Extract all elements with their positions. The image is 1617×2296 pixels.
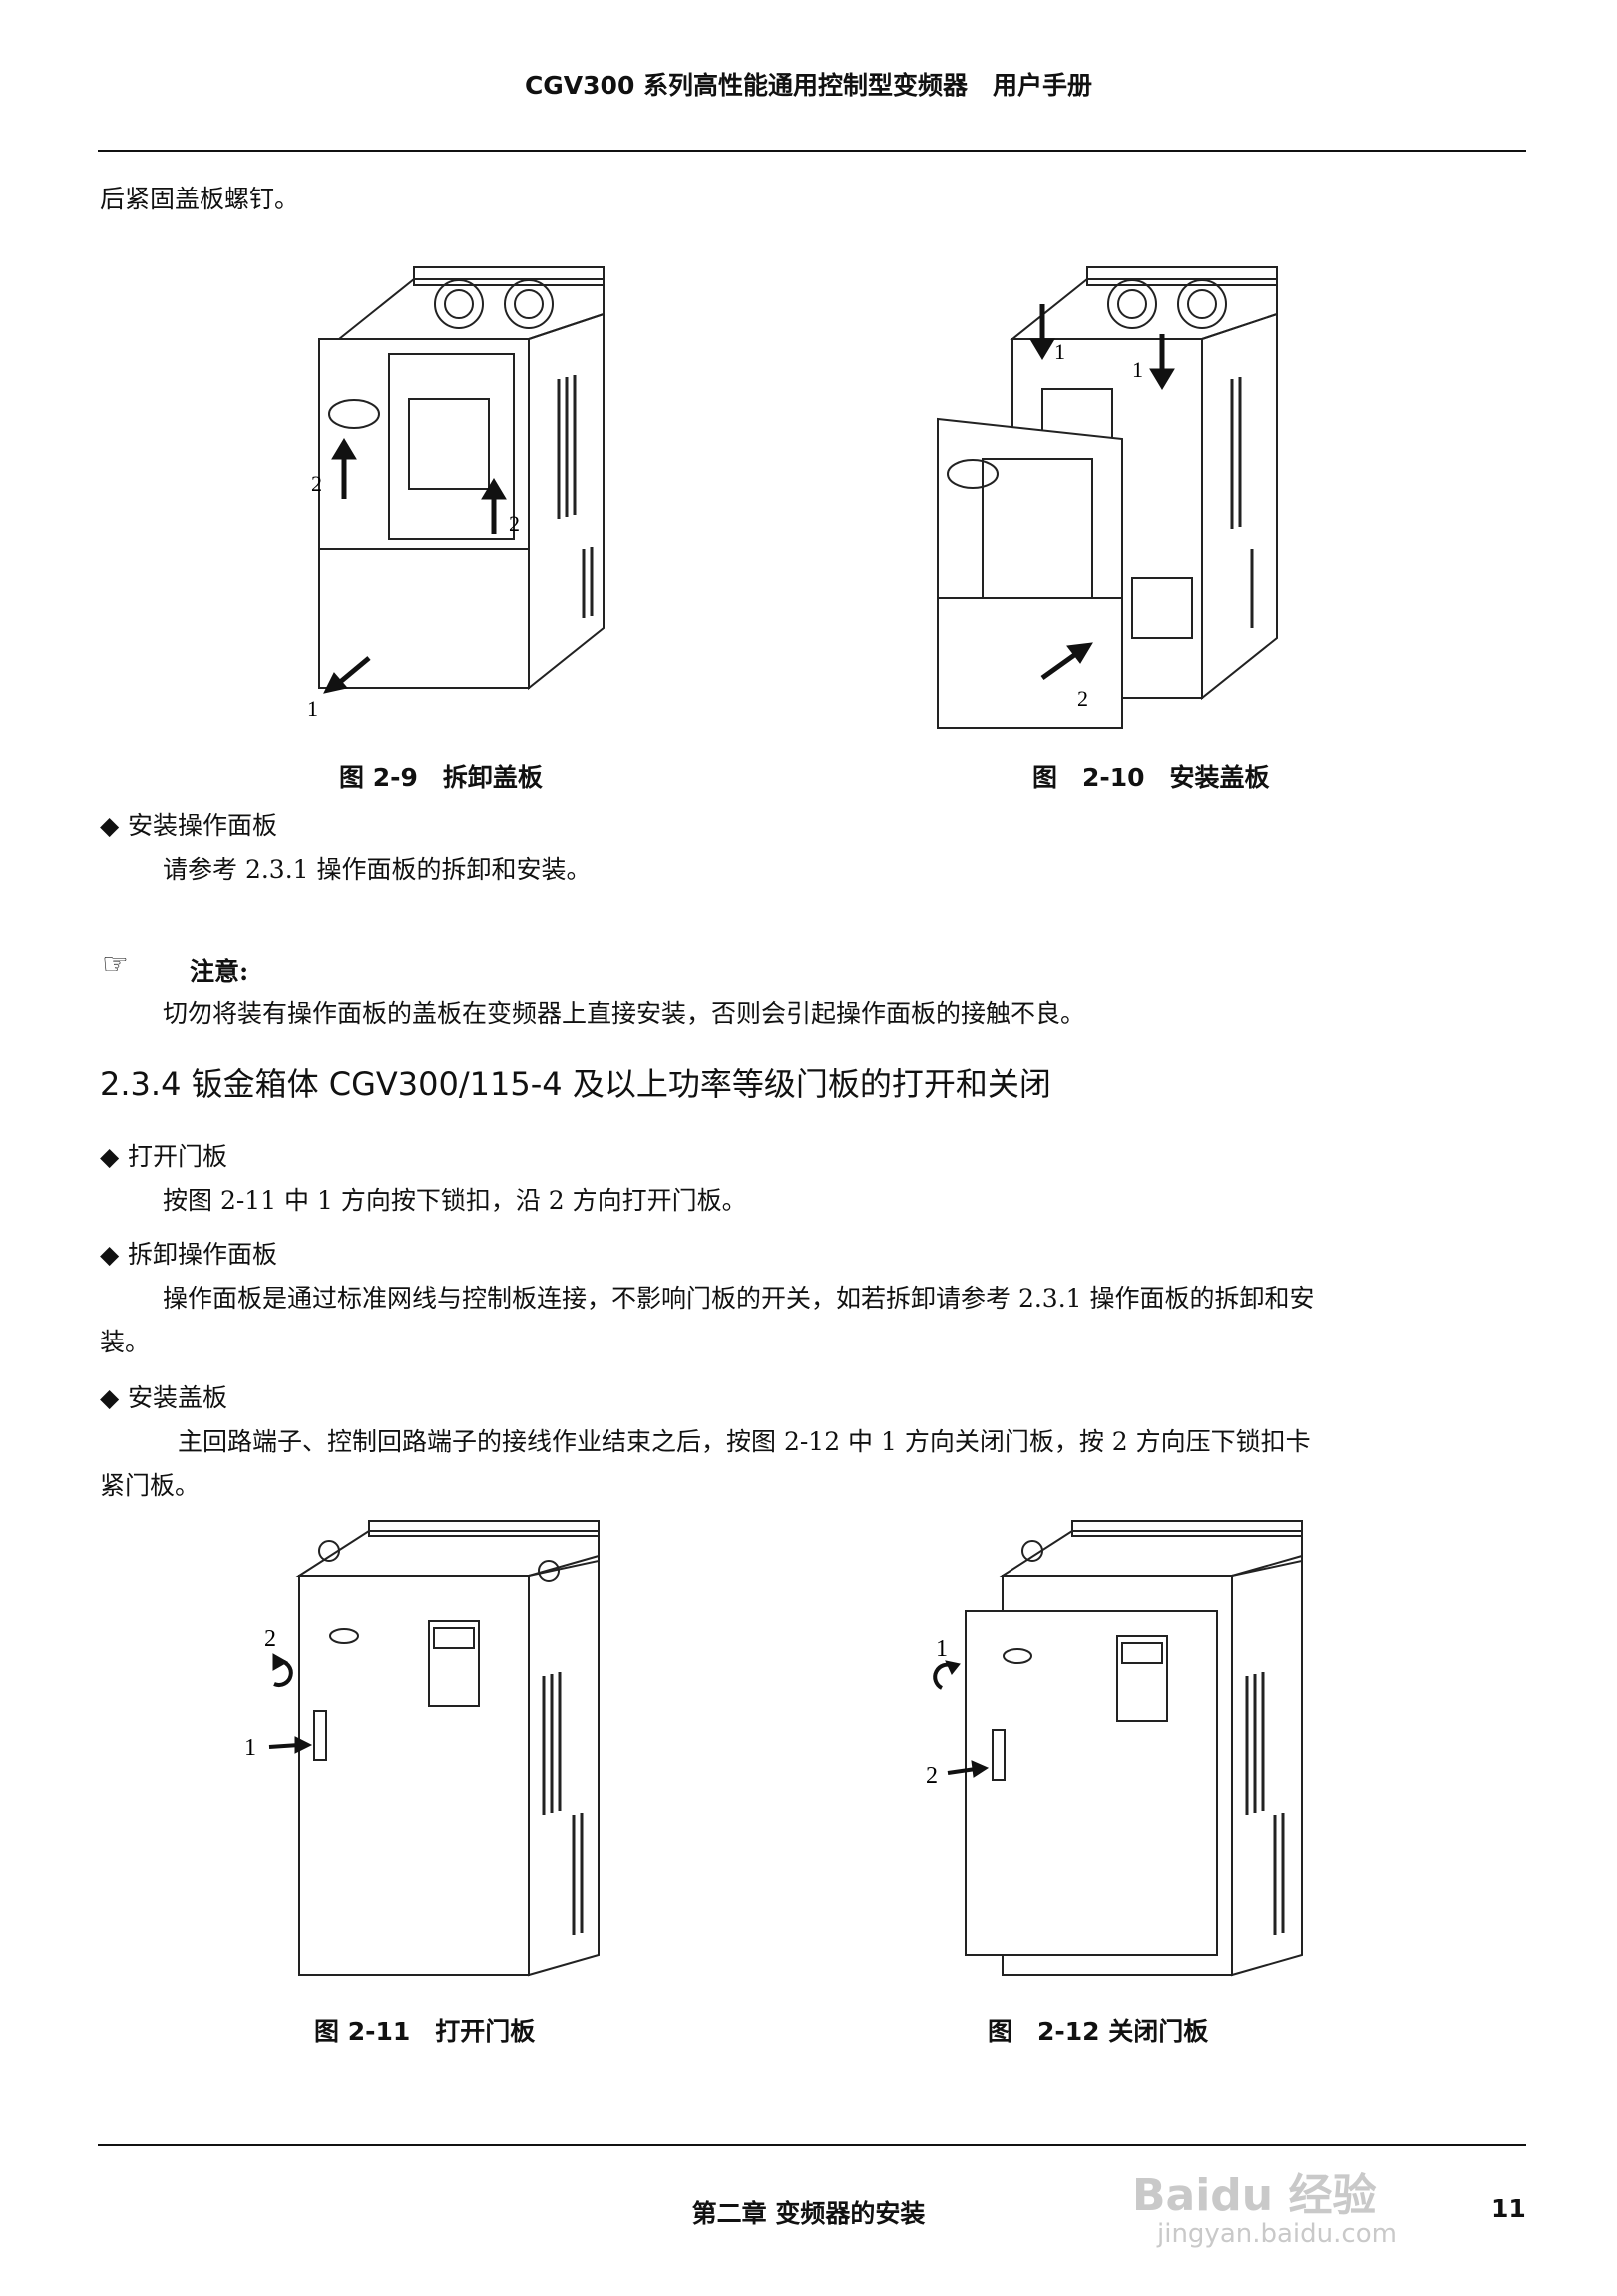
- figure-2-10-install-cover: 1 1 2: [937, 266, 1278, 729]
- figure-2-9-caption: 图 2-9 拆卸盖板: [339, 763, 543, 792]
- figure-2-10-caption: 图 2-10 安装盖板: [1032, 763, 1270, 792]
- fig9-label-1: 1: [307, 696, 318, 721]
- footer-rule: [98, 2144, 1526, 2146]
- section-install-panel-body: 请参考 2.3.1 操作面板的拆卸和安装。: [163, 855, 592, 884]
- item-open-door-body: 按图 2-11 中 1 方向按下锁扣，沿 2 方向打开门板。: [163, 1186, 747, 1215]
- item-open-door-title: ◆打开门板: [100, 1142, 228, 1171]
- bullet-icon: ◆: [100, 1142, 120, 1171]
- bullet-icon: ◆: [100, 811, 120, 840]
- page-header-title: CGV300 系列高性能通用控制型变频器 用户手册: [524, 71, 1093, 100]
- item-install-cover-body-2: 紧门板。: [100, 1471, 201, 1500]
- intro-text: 后紧固盖板螺钉。: [100, 185, 300, 213]
- item-remove-panel-title: ◆拆卸操作面板: [100, 1240, 278, 1269]
- header-rule: [98, 150, 1526, 152]
- fig12-label-1: 1: [936, 1636, 948, 1662]
- fig9-label-2a: 2: [311, 471, 322, 496]
- item-remove-panel-body-1: 操作面板是通过标准网线与控制板连接，不影响门板的开关，如若拆卸请参考 2.3.1…: [163, 1284, 1315, 1313]
- item-remove-panel-body-2: 装。: [100, 1328, 151, 1356]
- footer-chapter: 第二章 变频器的安装: [691, 2199, 926, 2228]
- fig12-label-2: 2: [926, 1763, 938, 1789]
- fig10-label-1a: 1: [1054, 339, 1065, 364]
- figure-2-11-open-door: 2 1: [244, 1520, 600, 1977]
- note-title: 注意:: [190, 957, 249, 986]
- fig10-label-2: 2: [1077, 686, 1088, 711]
- note-body: 切勿将装有操作面板的盖板在变频器上直接安装，否则会引起操作面板的接触不良。: [163, 999, 1086, 1028]
- watermark-brand: Baidu 经验: [1132, 2170, 1377, 2221]
- figure-2-12-caption: 图 2-12 关闭门板: [988, 2017, 1209, 2046]
- fig11-label-1: 1: [244, 1735, 256, 1761]
- pointing-hand-icon: ☞: [102, 948, 129, 982]
- figure-2-11-caption: 图 2-11 打开门板: [314, 2017, 536, 2046]
- fig11-label-2: 2: [264, 1626, 276, 1652]
- bullet-icon: ◆: [100, 1383, 120, 1412]
- bullet-icon: ◆: [100, 1240, 120, 1269]
- figure-2-12-close-door: 1 2: [926, 1520, 1303, 1977]
- item-install-cover-body-1: 主回路端子、控制回路端子的接线作业结束之后，按图 2-12 中 1 方向关闭门板…: [178, 1427, 1311, 1456]
- watermark-url: jingyan.baidu.com: [1157, 2219, 1397, 2249]
- figure-2-9-remove-cover: 2 2 1: [307, 266, 605, 721]
- fig9-label-2b: 2: [509, 511, 520, 536]
- footer-page-number: 11: [1491, 2194, 1526, 2223]
- item-install-cover-title: ◆安装盖板: [100, 1383, 228, 1412]
- baidu-watermark: Baidu 经验: [1132, 2159, 1531, 2229]
- section-install-panel-title: ◆安装操作面板: [100, 811, 278, 840]
- fig10-label-1b: 1: [1132, 357, 1143, 382]
- section-heading: 2.3.4 钣金箱体 CGV300/115-4 及以上功率等级门板的打开和关闭: [100, 1065, 1051, 1103]
